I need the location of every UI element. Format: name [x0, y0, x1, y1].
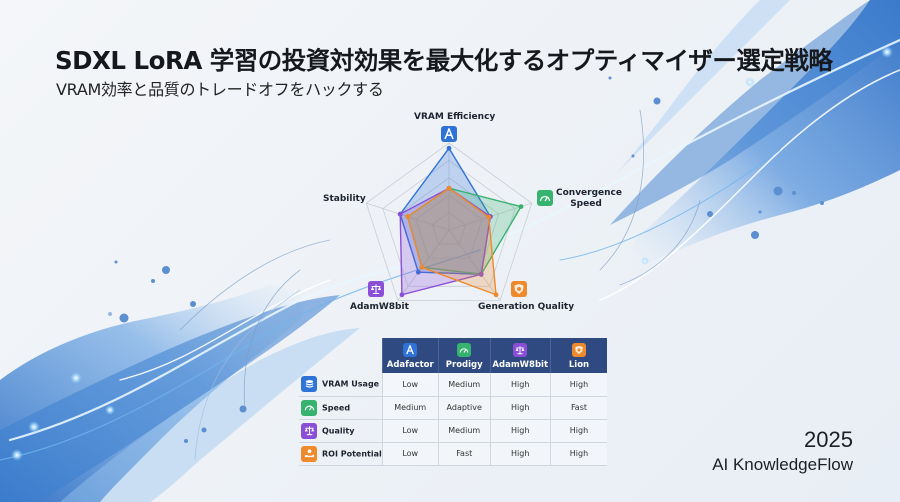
radar-grid — [365, 142, 533, 301]
axis-label-convergence-speed: Convergence Speed — [556, 188, 622, 209]
balance-scale-icon — [368, 281, 384, 297]
balance-scale-icon — [301, 422, 317, 439]
speedometer-icon — [301, 399, 317, 416]
page-subtitle: VRAM効率と品質のトレードオフをハックする — [56, 80, 384, 99]
axis-label-generation-quality: Generation Quality — [478, 302, 575, 312]
radar-series-lion — [405, 185, 499, 298]
table-cell: Fast — [549, 396, 608, 420]
table-cell: High — [489, 373, 551, 397]
speedometer-icon — [537, 190, 553, 206]
adafactor-a-icon — [403, 343, 418, 357]
radar-chart: VRAM Efficiency Convergence Speed Genera… — [300, 105, 622, 325]
table-row-quality: Quality Low Medium High High — [299, 419, 608, 443]
table-cell: High — [549, 442, 608, 466]
table-row-roi-potential: ROI Potential Low Fast High High — [299, 442, 608, 466]
axis-label-adamw8bit: AdamW8bit — [350, 302, 409, 312]
column-header-adafactor: Adafactor — [381, 338, 439, 373]
adafactor-a-icon — [441, 126, 457, 142]
axis-label-vram-efficiency: VRAM Efficiency — [414, 112, 496, 122]
page-title: SDXL LoRA 学習の投資対効果を最大化するオプティマイザー選定戦略 — [55, 46, 833, 75]
table-cell: Medium — [437, 373, 491, 397]
table-cell: High — [489, 419, 551, 443]
table-cell: Low — [381, 442, 439, 466]
hand-coin-icon — [301, 445, 317, 462]
table-cell: High — [549, 419, 608, 443]
table-cell: High — [489, 396, 551, 420]
column-header-prodigy: Prodigy — [437, 338, 491, 373]
table-cell: Medium — [437, 419, 491, 443]
footer-brand: AI KnowledgeFlow — [712, 455, 853, 474]
balance-scale-icon — [513, 343, 528, 357]
column-header-lion: Lion — [549, 338, 608, 373]
table-cell: High — [489, 442, 551, 466]
optimizer-comparison-table: Adafactor Prodigy AdamW8bit Lion VRAM Us… — [299, 338, 608, 466]
database-icon — [301, 376, 317, 393]
table-cell: Fast — [437, 442, 491, 466]
table-row-speed: Speed Medium Adaptive High Fast — [299, 396, 608, 420]
lion-shield-icon — [571, 343, 586, 357]
radar-plot — [365, 142, 533, 301]
speedometer-icon — [457, 343, 472, 357]
table-cell: Adaptive — [437, 396, 491, 420]
lion-shield-icon — [511, 281, 527, 297]
axis-label-stability: Stability — [323, 194, 366, 204]
table-cell: Low — [381, 373, 439, 397]
table-cell: Medium — [381, 396, 439, 420]
footer-year: 2025 — [804, 427, 853, 452]
table-cell: High — [549, 373, 608, 397]
table-row-vram-usage: VRAM Usage Low Medium High High — [299, 373, 608, 397]
table-cell: Low — [381, 419, 439, 443]
column-header-adamw8bit: AdamW8bit — [489, 338, 551, 373]
table-header-row: Adafactor Prodigy AdamW8bit Lion — [299, 338, 608, 373]
